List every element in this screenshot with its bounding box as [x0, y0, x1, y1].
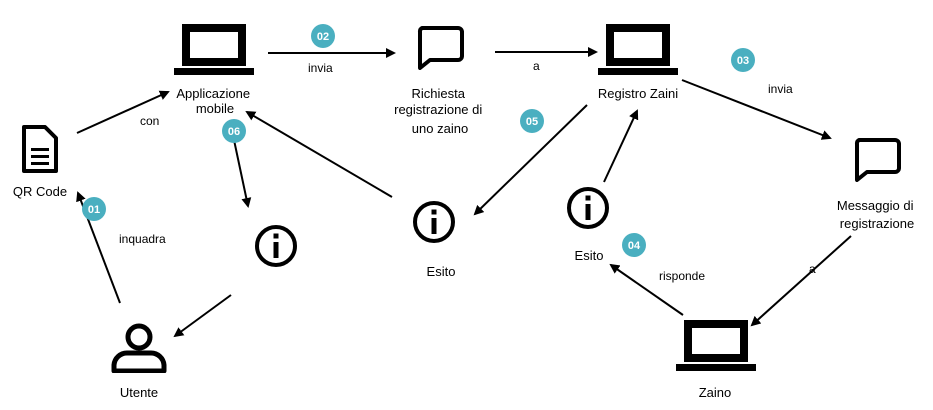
edge-label-risponde: risponde — [659, 269, 705, 283]
step-badge-03: 03 — [731, 48, 755, 72]
svg-text:05: 05 — [526, 116, 538, 128]
step-badge-01: 01 — [82, 197, 106, 221]
node-label-qr: QR Code — [13, 184, 67, 199]
node-label-request: Richiesta registrazione di uno zaino — [394, 86, 486, 136]
edge-label-a-1: a — [533, 59, 540, 73]
info-icon — [567, 187, 609, 229]
node-label-esito-right: Esito — [575, 248, 604, 263]
edge-info-to-user — [173, 294, 232, 338]
laptop-icon — [676, 320, 756, 371]
speech-bubble-icon — [854, 138, 901, 182]
edge-registry-to-esito — [473, 104, 588, 216]
edge-label-a-2: a — [809, 262, 816, 276]
step-badge-04: 04 — [622, 233, 646, 257]
edge-message-to-zaino — [750, 235, 852, 327]
user-icon — [114, 326, 164, 371]
edge-qr-to-app — [76, 90, 170, 134]
svg-text:02: 02 — [317, 31, 329, 43]
laptop-icon — [174, 24, 254, 75]
step-badge-02: 02 — [311, 24, 335, 48]
info-icon — [413, 201, 455, 243]
svg-text:03: 03 — [737, 55, 749, 67]
step-badge-06: 06 — [222, 119, 246, 143]
node-label-registry: Registro Zaini — [598, 86, 678, 101]
node-label-user: Utente — [120, 385, 158, 400]
edge-esito-to-registry — [603, 109, 639, 183]
laptop-icon — [598, 24, 678, 75]
edge-app-to-info — [233, 139, 252, 208]
edge-zaino-to-esito — [609, 263, 684, 316]
svg-text:06: 06 — [228, 126, 240, 138]
svg-text:04: 04 — [628, 240, 641, 252]
edge-esito-to-app — [245, 110, 393, 198]
edge-label-invia-2: invia — [768, 82, 793, 96]
step-badge-05: 05 — [520, 109, 544, 133]
node-label-esito-center: Esito — [427, 264, 456, 279]
edge-label-invia-1: invia — [308, 61, 333, 75]
edge-label-con: con — [140, 114, 159, 128]
edge-registry-to-message — [681, 79, 832, 140]
document-icon — [22, 125, 58, 173]
speech-bubble-icon — [417, 26, 464, 70]
edge-label-inquadra: inquadra — [119, 232, 166, 246]
node-label-message: Messaggio di registrazione — [837, 198, 917, 231]
node-label-zaino: Zaino — [699, 385, 732, 400]
svg-text:01: 01 — [88, 204, 100, 216]
info-icon — [255, 225, 297, 267]
node-label-app: Applicazione mobile — [176, 86, 253, 116]
